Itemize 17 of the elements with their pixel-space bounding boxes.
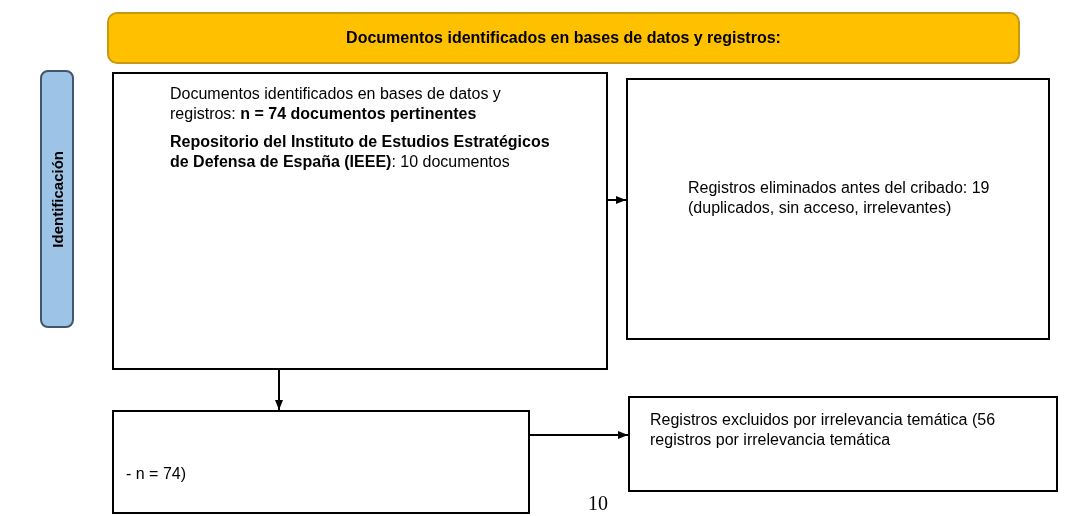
box-text: - n = 74) — [125, 464, 188, 484]
box-text: Registros excluidos por irrelevancia temática (56 registros por irrelevancia temática — [649, 410, 997, 450]
heading: Documentos identificados en bases de datos y registros: — [346, 29, 781, 47]
page-number: 10 — [588, 492, 608, 515]
box-text: Registros eliminados antes del cribado: 19 (duplicados, sin acceso, irrelevantes) — [687, 178, 991, 218]
process-box — [112, 72, 608, 370]
process-box — [112, 410, 530, 514]
process-box — [628, 396, 1058, 492]
section-tab — [40, 70, 74, 328]
arrow — [275, 369, 283, 411]
box-text: Repositorio del Instituto de Estudios Estratégicos de Defensa de España (IEEE): 10 documentos — [169, 132, 551, 172]
heading: Identificación — [48, 150, 66, 248]
arrow — [529, 431, 629, 439]
box-text: Documentos identificados en bases de datos y registros: n = 74 documentos pertinentes — [169, 84, 502, 124]
process-box — [626, 78, 1050, 340]
header-band — [107, 12, 1020, 64]
arrow — [607, 196, 627, 204]
